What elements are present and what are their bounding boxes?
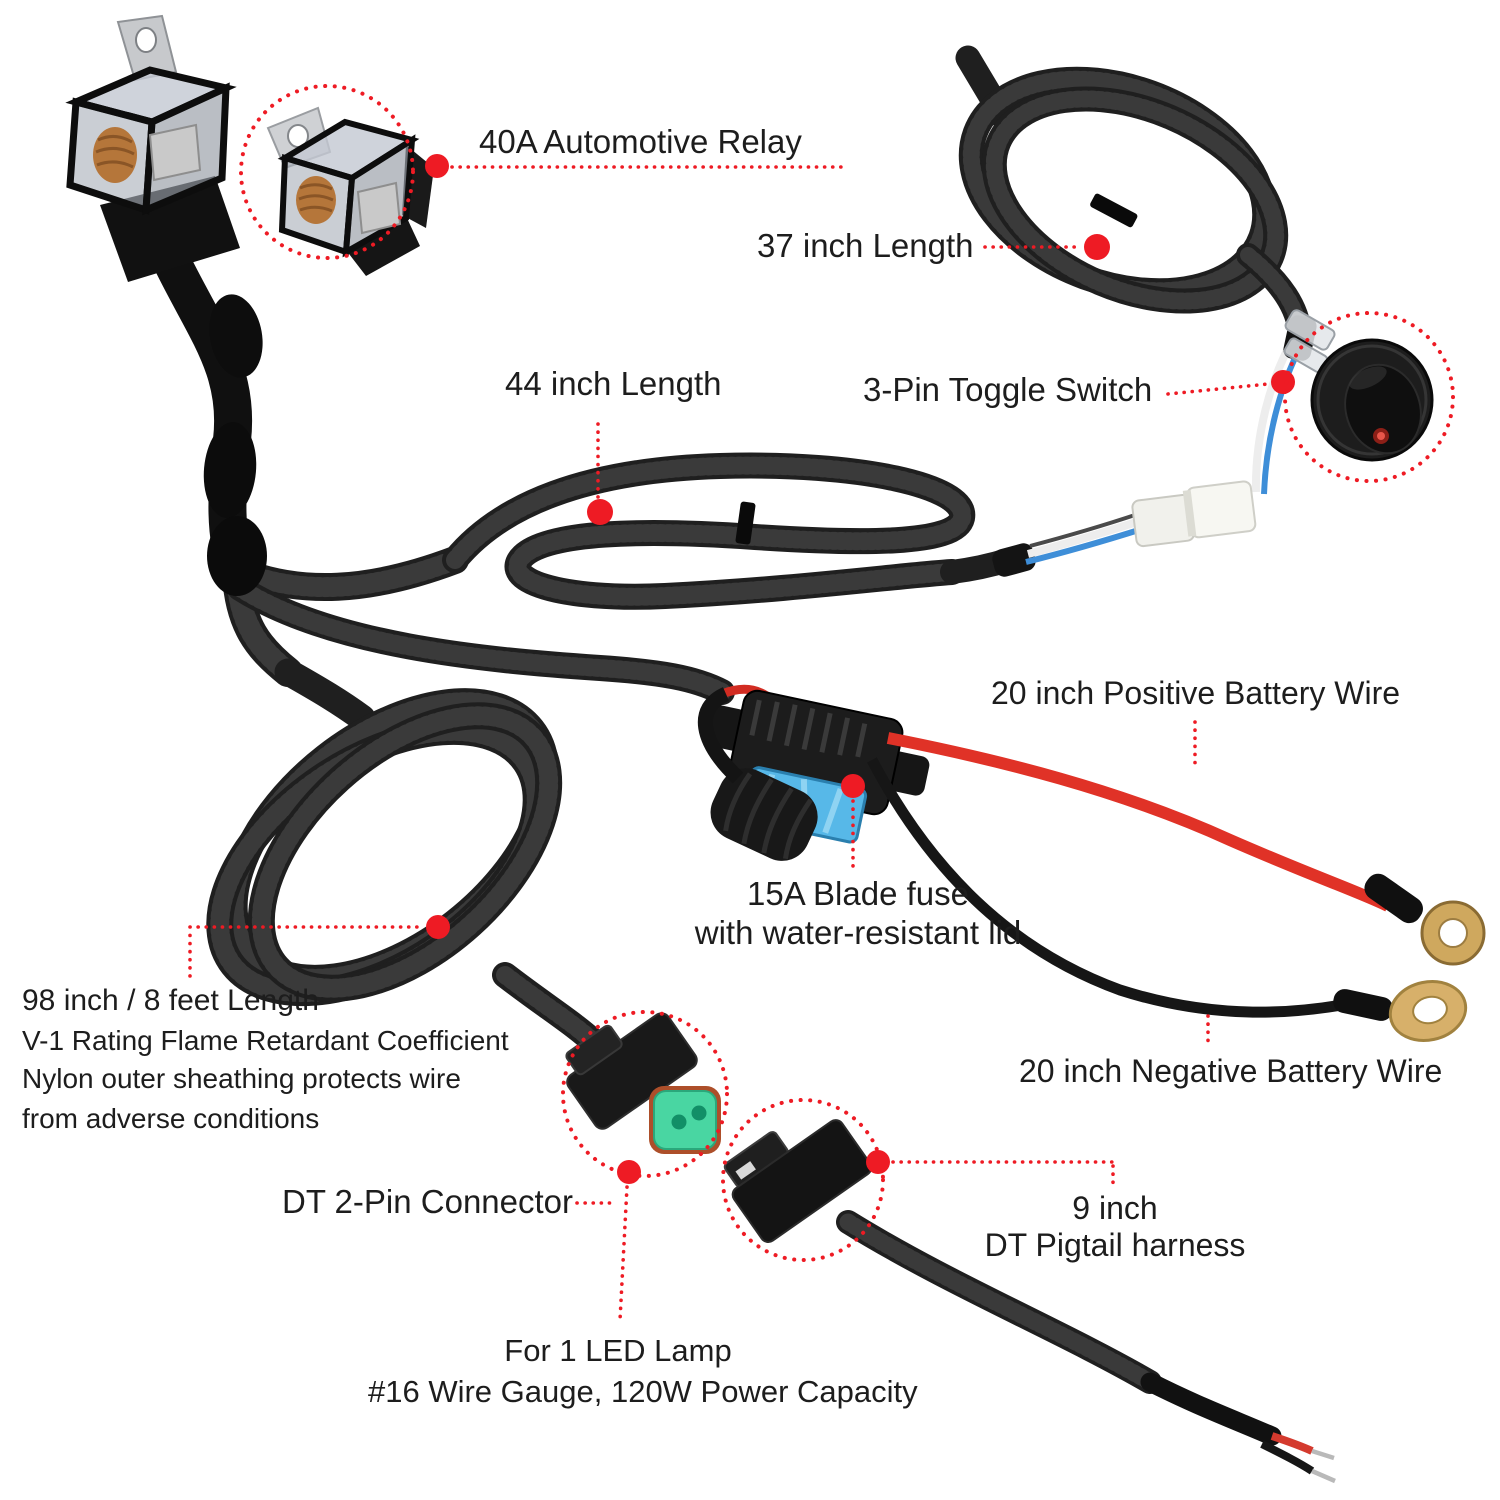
label-pigtail: 9 inch DT Pigtail harness xyxy=(940,1190,1290,1264)
label-pigtail-line1: 9 inch xyxy=(1072,1190,1158,1226)
label-fuse-line2: with water-resistant lid xyxy=(694,914,1022,951)
label-fuse: 15A Blade fuse with water-resistant lid xyxy=(608,874,1108,952)
callout-dot-pigtail xyxy=(866,1150,890,1174)
label-37in: 37 inch Length xyxy=(757,227,974,264)
label-negative-wire: 20 inch Negative Battery Wire xyxy=(1019,1053,1443,1089)
label-main-wire-line4: from adverse conditions xyxy=(22,1103,320,1134)
label-toggle-switch: 3-Pin Toggle Switch xyxy=(863,371,1153,408)
toggle-switch-photo xyxy=(1310,338,1434,462)
label-relay: 40A Automotive Relay xyxy=(479,123,802,160)
label-dt-connector: DT 2-Pin Connector xyxy=(282,1183,574,1220)
blue-wire xyxy=(1025,526,1143,565)
callout-dot-98in xyxy=(426,915,450,939)
pigtail-photo xyxy=(723,1119,1336,1484)
label-fuse-line1: 15A Blade fuse xyxy=(746,875,969,912)
callout-dot-relay xyxy=(425,154,449,178)
label-pigtail-line2: DT Pigtail harness xyxy=(984,1227,1246,1263)
relay-coil xyxy=(93,127,137,183)
label-positive-wire: 20 inch Positive Battery Wire xyxy=(991,675,1401,711)
battery-wires xyxy=(867,732,1486,1042)
label-main-wire-line2: V-1 Rating Flame Retardant Coefficient xyxy=(22,1025,509,1056)
callout-circle-switch xyxy=(1283,311,1455,483)
harness-cables xyxy=(206,45,1312,1057)
label-main-wire-line3: Nylon outer sheathing protects wire xyxy=(22,1063,461,1094)
callout-circle-dt xyxy=(561,1010,729,1178)
callout-dot-44in xyxy=(587,499,613,525)
callout-graphics xyxy=(188,84,1455,1322)
zip-tie xyxy=(1090,193,1138,228)
zip-tie xyxy=(735,501,756,545)
label-44in: 44 inch Length xyxy=(505,365,722,402)
callout-circle-pigtail xyxy=(721,1098,885,1262)
label-main-wire-line1: 98 inch / 8 feet Length xyxy=(22,984,319,1017)
callout-dot-37in xyxy=(1084,234,1110,260)
callout-circle-relay xyxy=(239,84,415,260)
label-led-lamp-line2: #16 Wire Gauge, 120W Power Capacity xyxy=(368,1374,918,1409)
switch-wiring xyxy=(992,309,1336,577)
callout-dot-dt xyxy=(617,1160,641,1184)
positive-wire xyxy=(886,732,1391,912)
relay-inset-photo xyxy=(266,106,434,276)
label-led-lamp-line1: For 1 LED Lamp xyxy=(504,1333,732,1368)
main-wire-coil-98in xyxy=(206,688,609,1057)
dt-connector-photo xyxy=(565,1012,721,1154)
relay-photo xyxy=(65,14,267,596)
pigtail-red-lead xyxy=(1270,1432,1314,1455)
label-led-lamp: For 1 LED Lamp #16 Wire Gauge, 120W Powe… xyxy=(368,1330,918,1412)
negative-wire xyxy=(867,757,1343,1018)
wire-coil-37in xyxy=(955,45,1312,346)
fuse-holder-photo xyxy=(697,684,930,861)
inline-connector xyxy=(1131,480,1257,548)
callout-dot-fuse xyxy=(841,774,865,798)
callout-dot-switch xyxy=(1271,370,1295,394)
pigtail-black-lead xyxy=(1260,1440,1315,1475)
wire-coil-44in xyxy=(442,452,1020,610)
fuse-cap xyxy=(710,768,818,861)
